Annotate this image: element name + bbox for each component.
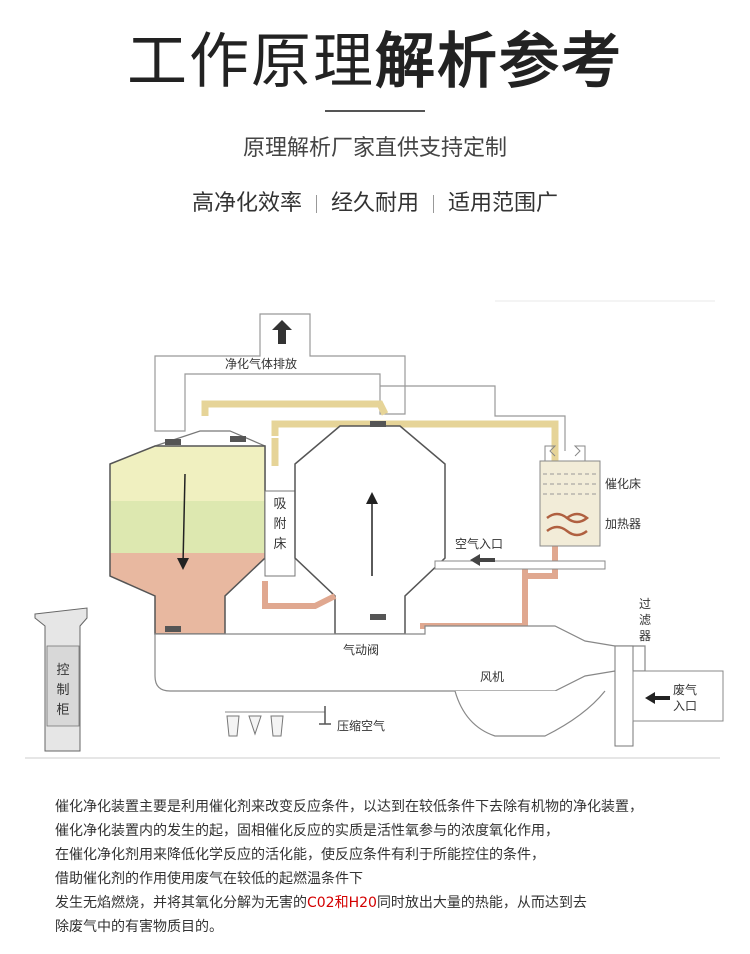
pneumatic-valve-label: 气动阀 bbox=[343, 642, 379, 657]
description-line: 催化净化装置内的发生的起，固相催化反应的实质是活性氧参与的浓度氧化作用， bbox=[55, 823, 559, 839]
description-line: 在催化净化剂用来降低化学反应的活化能，使反应条件有利于所能控住的条件， bbox=[55, 847, 545, 863]
fan-label: 风机 bbox=[480, 670, 504, 684]
title-divider bbox=[325, 110, 425, 112]
main-duct bbox=[154, 625, 646, 692]
filter-box bbox=[614, 645, 634, 747]
left-adsorbent-bed bbox=[110, 501, 265, 553]
waste-gas-arrow-icon bbox=[645, 692, 670, 704]
description-line: 发生无焰燃烧，并将其氧化分解为无害的C02和H20同时放出大量的热能，从而达到去 bbox=[55, 891, 705, 915]
filter-char-1: 过 bbox=[639, 597, 651, 611]
description-line5-after: 同时放出大量的热能，从而达到去 bbox=[376, 895, 587, 911]
description-line: 催化净化装置主要是利用催化剂来改变反应条件，以达到在较低条件下去除有机物的净化装… bbox=[55, 799, 643, 815]
description-line: 除废气中的有害物质目的。 bbox=[55, 919, 223, 935]
left-hot-zone bbox=[110, 553, 265, 634]
description-highlight: C02和H20 bbox=[307, 895, 377, 911]
air-inlet-label: 空气入口 bbox=[455, 536, 503, 551]
adsorption-bed-char-1: 吸 bbox=[273, 497, 286, 512]
compressed-air-label: 压缩空气 bbox=[337, 718, 385, 733]
pneumatic-valves bbox=[165, 421, 386, 632]
catalytic-bed-label: 催化床 bbox=[605, 477, 641, 491]
left-adsorbent-top bbox=[110, 446, 265, 501]
process-diagram: 净化气体排放 吸 附 床 催化床 加热器 空气入口 风机 过 滤 器 bbox=[25, 300, 724, 759]
control-cabinet-char-1: 控 bbox=[56, 663, 69, 678]
feature-efficiency: 高净化效率 bbox=[191, 191, 302, 216]
heater-label: 加热器 bbox=[605, 517, 641, 531]
heater-coil bbox=[546, 512, 590, 537]
waste-gas-label-line2: 入口 bbox=[673, 699, 697, 713]
adsorption-bed-char-2: 附 bbox=[273, 517, 286, 532]
feature-separator bbox=[433, 195, 434, 213]
feature-durable: 经久耐用 bbox=[330, 191, 419, 216]
description-line: 借助催化剂的作用使用废气在较低的起燃温条件下 bbox=[55, 871, 363, 887]
page-title: 工作原理解析参考 bbox=[0, 22, 750, 102]
air-filter-regulators bbox=[226, 715, 284, 737]
control-cabinet-char-3: 柜 bbox=[56, 703, 69, 718]
feature-separator bbox=[315, 195, 317, 213]
hot-gas-duct-top bbox=[201, 400, 389, 416]
features-row: 高净化效率 经久耐用 适用范围广 bbox=[0, 185, 750, 217]
waste-gas-label-line1: 废气 bbox=[673, 682, 697, 697]
control-cabinet-char-2: 制 bbox=[56, 683, 69, 698]
subtitle: 原理解析厂家直供支持定制 bbox=[242, 136, 507, 161]
description-block: 催化净化装置主要是利用催化剂来改变反应条件，以达到在较低条件下去除有机物的净化装… bbox=[55, 795, 705, 939]
exhaust-duct bbox=[154, 313, 406, 432]
platform bbox=[434, 560, 606, 570]
catalytic-bed-layers bbox=[543, 473, 597, 495]
compressed-air-valve-icon bbox=[319, 706, 331, 725]
title-light: 工作原理 bbox=[127, 27, 375, 97]
pink-duct-right bbox=[420, 561, 528, 629]
left-down-arrow-icon bbox=[177, 558, 189, 570]
control-cabinet-panel bbox=[46, 645, 80, 727]
pink-duct-left bbox=[262, 581, 337, 609]
title-bold: 解析参考 bbox=[375, 27, 623, 97]
right-up-arrow-icon bbox=[366, 492, 378, 504]
filter-char-3: 器 bbox=[639, 629, 651, 643]
left-adsorber-outline bbox=[109, 445, 266, 635]
filter-char-2: 滤 bbox=[639, 613, 651, 627]
feature-wide-range: 适用范围广 bbox=[448, 191, 559, 216]
air-line bbox=[380, 385, 566, 451]
exhaust-arrow-icon bbox=[272, 320, 292, 344]
description-line5-before: 发生无焰燃烧，并将其氧化分解为无害的 bbox=[55, 895, 307, 911]
air-inlet-arrow-icon bbox=[470, 554, 495, 566]
waste-gas-duct bbox=[632, 670, 724, 722]
left-flow-line bbox=[182, 473, 186, 565]
exhaust-label: 净化气体排放 bbox=[225, 356, 297, 371]
adsorption-bed-char-3: 床 bbox=[273, 537, 286, 552]
hot-gas-duct bbox=[271, 420, 559, 466]
fan-housing bbox=[454, 690, 606, 737]
